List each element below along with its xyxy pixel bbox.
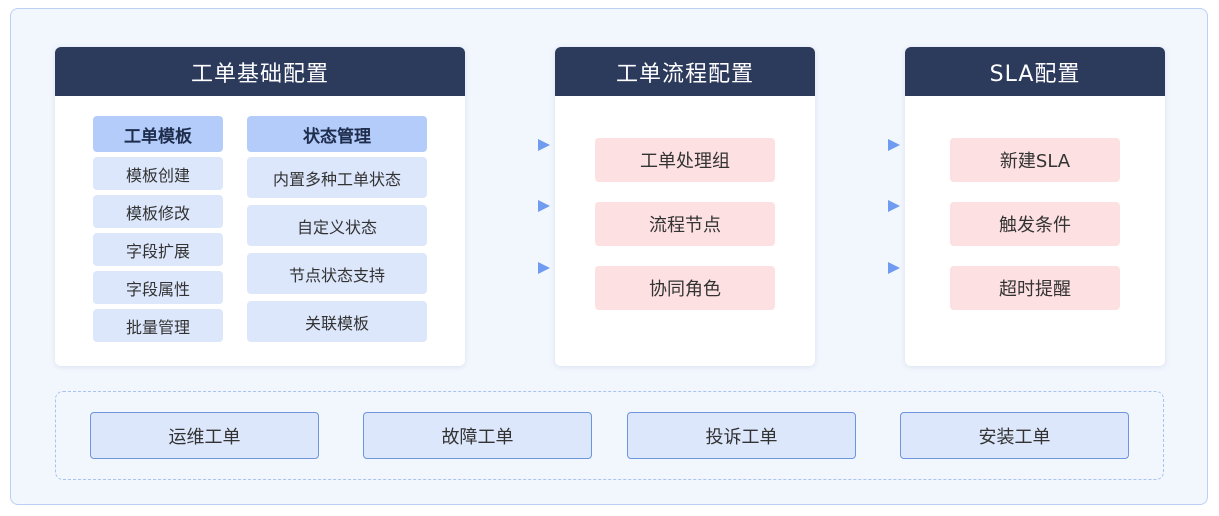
basic-config-title: 工单基础配置 <box>55 47 465 96</box>
status-item: 自定义状态 <box>247 205 427 246</box>
status-item: 内置多种工单状态 <box>247 157 427 198</box>
flow-item: 协同角色 <box>595 266 775 310</box>
sla-config-title: SLA配置 <box>905 47 1165 96</box>
flow-arrow <box>822 200 900 212</box>
ticket-types-group <box>55 391 1164 480</box>
ticket-type-complaint[interactable]: 投诉工单 <box>627 412 856 459</box>
flow-config-card: 工单流程配置 工单处理组 流程节点 协同角色 <box>555 47 815 366</box>
template-item: 模板修改 <box>93 195 223 228</box>
flow-arrow <box>822 139 900 151</box>
sla-item: 触发条件 <box>950 202 1120 246</box>
sla-config-card: SLA配置 新建SLA 触发条件 超时提醒 <box>905 47 1165 366</box>
flow-item: 工单处理组 <box>595 138 775 182</box>
template-item: 字段扩展 <box>93 233 223 266</box>
template-item: 字段属性 <box>93 271 223 304</box>
template-header: 工单模板 <box>93 116 223 152</box>
flow-arrow <box>472 200 550 212</box>
flow-item: 流程节点 <box>595 202 775 246</box>
flow-arrow <box>472 139 550 151</box>
flow-arrow <box>472 262 550 274</box>
sla-item: 超时提醒 <box>950 266 1120 310</box>
flow-config-title: 工单流程配置 <box>555 47 815 96</box>
flow-arrow <box>822 262 900 274</box>
template-item: 批量管理 <box>93 309 223 342</box>
template-item: 模板创建 <box>93 157 223 190</box>
ticket-type-install[interactable]: 安装工单 <box>900 412 1129 459</box>
status-header: 状态管理 <box>247 116 427 152</box>
ticket-type-ops[interactable]: 运维工单 <box>90 412 319 459</box>
status-item: 关联模板 <box>247 301 427 342</box>
ticket-type-fault[interactable]: 故障工单 <box>363 412 592 459</box>
basic-config-card: 工单基础配置 工单模板 模板创建 模板修改 字段扩展 字段属性 批量管理 状态管… <box>55 47 465 366</box>
status-item: 节点状态支持 <box>247 253 427 294</box>
sla-item: 新建SLA <box>950 138 1120 182</box>
